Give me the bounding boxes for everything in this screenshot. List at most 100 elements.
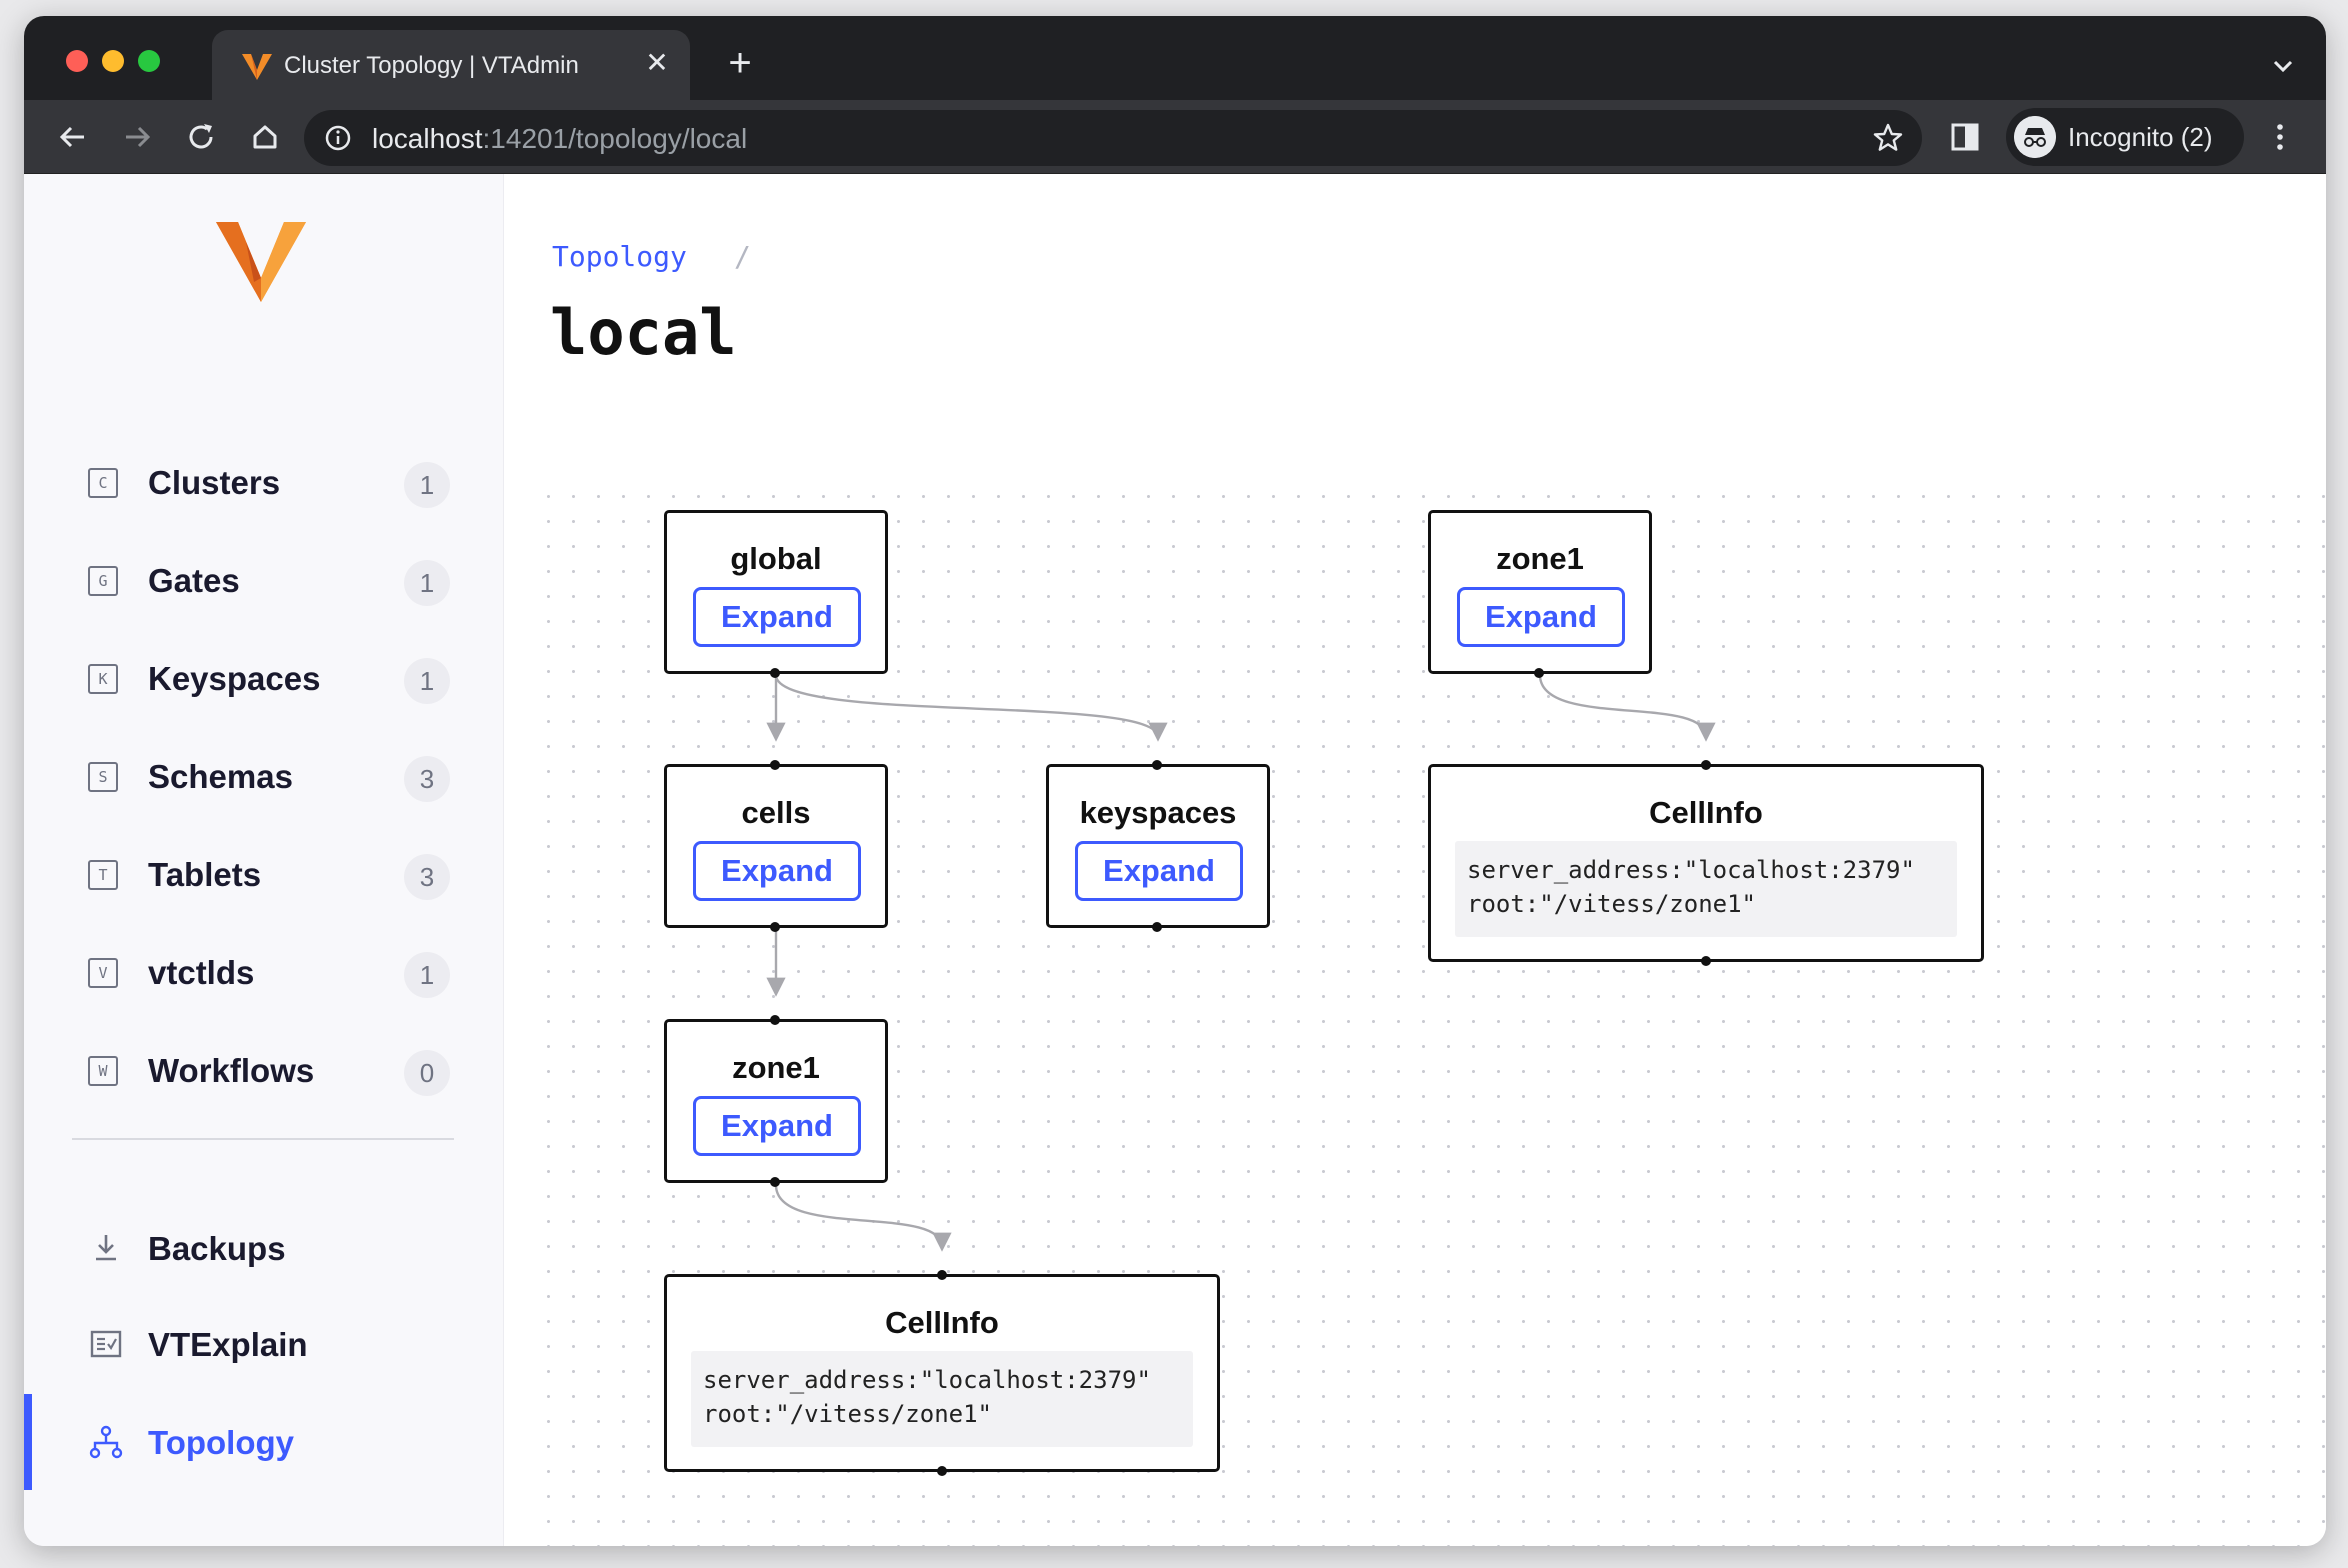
browser-toolbar: localhost:14201/topology/local Incognito… <box>24 100 2326 174</box>
address-bar[interactable]: localhost:14201/topology/local <box>304 110 1922 166</box>
forward-arrow-icon[interactable] <box>116 116 158 158</box>
download-icon <box>96 1235 116 1261</box>
browser-menu-icon[interactable] <box>2274 120 2286 154</box>
sidebar-item-label: VTExplain <box>148 1326 308 1363</box>
expand-button[interactable]: Expand <box>693 587 861 647</box>
topology-graph-canvas[interactable]: global Expand cells Expand keyspaces Exp… <box>534 474 2326 1546</box>
topology-node-global: global Expand <box>664 510 888 678</box>
count-badge: 3 <box>404 854 450 900</box>
cellinfo-details: server_address:"localhost:2379" root:"/v… <box>691 1351 1193 1447</box>
tab-title: Cluster Topology | VTAdmin <box>284 52 579 79</box>
sidebar-item-backups[interactable]: Backups <box>24 1210 504 1290</box>
node-title: zone1 <box>1496 541 1584 576</box>
sidebar-item-keyspaces[interactable]: K Keyspaces 1 <box>24 640 504 720</box>
node-title: global <box>730 541 822 576</box>
sidebar-item-schemas[interactable]: S Schemas 3 <box>24 738 504 818</box>
hotkey-t-icon: T <box>88 860 118 890</box>
vtadmin-favicon-icon <box>242 54 272 80</box>
url-text[interactable]: localhost:14201/topology/local <box>372 123 748 154</box>
sidebar-divider <box>72 1138 454 1140</box>
main-content: Topology / local global Expand <box>504 174 2326 1546</box>
sidebar-item-label: Keyspaces <box>148 660 321 697</box>
site-info-icon[interactable] <box>324 124 352 152</box>
sidebar-item-label: Workflows <box>148 1052 315 1089</box>
sidebar-item-label: vtctlds <box>148 954 255 991</box>
node-handle <box>1701 760 1711 770</box>
edge-zone1-cellinfo <box>774 1184 952 1252</box>
sidebar-item-vtctlds[interactable]: V vtctlds 1 <box>24 934 504 1014</box>
edge-global-keyspaces <box>774 674 1168 742</box>
node-handle <box>770 1015 780 1025</box>
graph-edges <box>766 674 1716 1252</box>
page-title: local <box>550 296 737 369</box>
hotkey-v-icon: V <box>88 958 118 988</box>
sidebar-item-tablets[interactable]: T Tablets 3 <box>24 836 504 916</box>
topology-node-cells: cells Expand <box>664 760 888 932</box>
sidebar-item-label: Clusters <box>148 464 281 501</box>
count-badge: 0 <box>404 1050 450 1096</box>
sidebar-item-label: Topology <box>148 1424 295 1461</box>
node-handle <box>937 1466 947 1476</box>
minimize-window-button[interactable] <box>102 50 124 72</box>
node-handle <box>1701 956 1711 966</box>
node-title: zone1 <box>732 1050 820 1085</box>
count-badge: 1 <box>404 462 450 508</box>
hotkey-k-icon: K <box>88 664 118 694</box>
sidebar-item-topology[interactable]: Topology <box>24 1394 504 1490</box>
sidebar-item-vtexplain[interactable]: VTExplain <box>24 1306 504 1386</box>
hotkey-w-icon: W <box>88 1056 118 1086</box>
tab-search-chevron-icon[interactable] <box>2268 54 2298 78</box>
incognito-profile-button[interactable]: Incognito (2) <box>2006 108 2244 166</box>
breadcrumb-separator: / <box>734 240 751 273</box>
node-handle <box>770 1177 780 1187</box>
explain-icon <box>90 1330 122 1358</box>
home-icon[interactable] <box>244 116 286 158</box>
incognito-icon <box>2014 116 2056 158</box>
node-handle <box>770 922 780 932</box>
sidebar-item-clusters[interactable]: C Clusters 1 <box>24 444 504 524</box>
side-panel-icon[interactable] <box>1948 120 1982 154</box>
browser-tab[interactable]: Cluster Topology | VTAdmin ✕ <box>212 30 690 100</box>
count-badge: 1 <box>404 560 450 606</box>
node-handle <box>1152 922 1162 932</box>
topology-icon <box>89 1425 123 1459</box>
count-badge: 1 <box>404 658 450 704</box>
node-handle <box>1534 668 1544 678</box>
vitess-logo-icon[interactable] <box>216 220 306 302</box>
topology-node-keyspaces: keyspaces Expand <box>1046 760 1270 932</box>
bookmark-star-icon[interactable] <box>1872 122 1904 154</box>
tab-close-icon[interactable]: ✕ <box>645 47 669 78</box>
hotkey-c-icon: C <box>88 468 118 498</box>
topology-node-zone1: zone1 Expand <box>1428 510 1652 678</box>
node-title: keyspaces <box>1079 795 1237 830</box>
node-title: CellInfo <box>885 1305 999 1340</box>
node-handle <box>937 1270 947 1280</box>
node-handle <box>1152 760 1162 770</box>
node-handle <box>770 760 780 770</box>
sidebar-item-gates[interactable]: G Gates 1 <box>24 542 504 622</box>
expand-button[interactable]: Expand <box>693 1096 861 1156</box>
count-badge: 1 <box>404 952 450 998</box>
sidebar-item-label: Schemas <box>148 758 293 795</box>
tab-strip: Cluster Topology | VTAdmin ✕ + <box>24 16 2326 100</box>
reload-icon[interactable] <box>180 116 222 158</box>
back-arrow-icon[interactable] <box>52 116 94 158</box>
browser-window: Cluster Topology | VTAdmin ✕ + <box>24 16 2326 1546</box>
node-title: cells <box>741 795 811 830</box>
expand-button[interactable]: Expand <box>693 841 861 901</box>
cellinfo-details: server_address:"localhost:2379" root:"/v… <box>1455 841 1957 937</box>
breadcrumb-topology-link[interactable]: Topology <box>552 240 687 273</box>
sidebar: C Clusters 1 G Gates 1 K Keyspaces 1 S S… <box>24 174 504 1546</box>
hotkey-s-icon: S <box>88 762 118 792</box>
expand-button[interactable]: Expand <box>1075 841 1243 901</box>
sidebar-item-label: Backups <box>148 1230 286 1267</box>
expand-button[interactable]: Expand <box>1457 587 1625 647</box>
new-tab-button[interactable]: + <box>728 41 752 85</box>
maximize-window-button[interactable] <box>138 50 160 72</box>
edge-zone1b-cellinfo <box>1538 674 1716 742</box>
close-window-button[interactable] <box>66 50 88 72</box>
sidebar-item-label: Tablets <box>148 856 262 893</box>
sidebar-item-label: Gates <box>148 562 240 599</box>
sidebar-item-workflows[interactable]: W Workflows 0 <box>24 1032 504 1112</box>
count-badge: 3 <box>404 756 450 802</box>
